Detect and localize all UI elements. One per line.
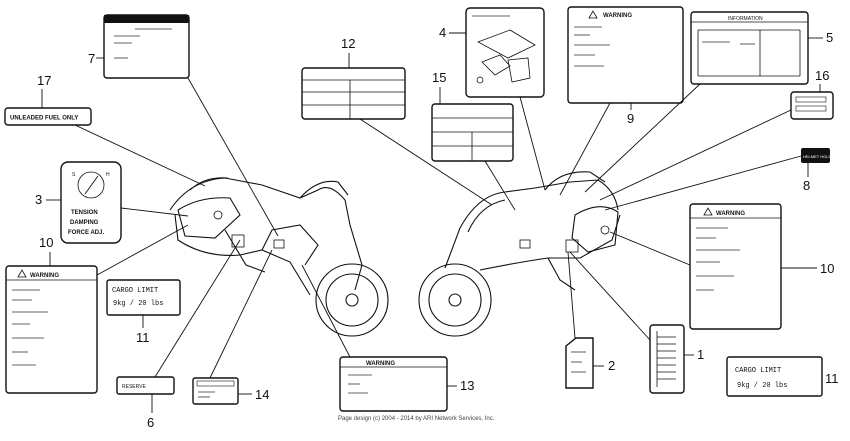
callout-2: 2: [608, 358, 615, 373]
label-11-left-cargo: CARGO LIMIT 9kg / 20 lbs 11: [106, 279, 181, 345]
callout-13: 13: [460, 378, 474, 393]
warning-9-text: WARNING: [603, 13, 632, 19]
callout-10-right: 10: [820, 261, 834, 276]
warning-13-text: WARNING: [366, 361, 395, 367]
label-17-fuel: UNLEADED FUEL ONLY 17: [4, 73, 206, 187]
label-14: 14: [192, 249, 273, 405]
callout-16: 16: [815, 68, 829, 83]
callout-6: 6: [147, 415, 154, 430]
label-16: 16: [599, 68, 834, 201]
label-12: 12: [301, 36, 493, 206]
warning-left-text: WARNING: [30, 273, 59, 279]
label-10-left-warning: WARNING 10: [5, 224, 189, 394]
callout-10-left: 10: [39, 235, 53, 250]
fuel-label-text: UNLEADED FUEL ONLY: [10, 116, 78, 122]
cargo-left-value: 9kg / 20 lbs: [113, 300, 163, 308]
cargo-right-value: 9kg / 20 lbs: [737, 382, 787, 390]
force-text: FORCE ADJ.: [68, 230, 104, 236]
label-2: 2: [565, 251, 615, 389]
callout-1: 1: [697, 347, 704, 362]
cargo-left-title: CARGO LIMIT: [112, 287, 158, 295]
label-1: 1: [569, 251, 704, 394]
callout-3: 3: [35, 192, 42, 207]
label-11-right-cargo: CARGO LIMIT 9kg / 20 lbs 11: [726, 356, 839, 397]
right-motorcycle: [418, 171, 621, 337]
reserve-text: RESERVE: [122, 384, 146, 390]
callout-4: 4: [439, 25, 446, 40]
label-8-helmet: HELMET HOLDER 8: [604, 148, 837, 211]
label-15: 15: [431, 70, 516, 211]
dial-h: H: [106, 172, 110, 178]
callout-15: 15: [432, 70, 446, 85]
label-3-tension: S H TENSION DAMPING FORCE ADJ. 3: [35, 161, 189, 244]
callout-11-left: 11: [136, 330, 150, 345]
helmet-text: HELMET HOLDER: [803, 154, 837, 159]
info-text: INFORMATION: [728, 16, 763, 22]
label-7: 7: [88, 14, 279, 237]
label-13-warning: WARNING 13: [301, 264, 474, 412]
label-5-information: INFORMATION 5: [584, 11, 833, 193]
callout-7: 7: [88, 51, 95, 66]
callout-14: 14: [255, 387, 269, 402]
callout-12: 12: [341, 36, 355, 51]
label-9-warning: WARNING 9: [559, 6, 684, 196]
copyright-footer: Page design (c) 2004 - 2014 by ARI Netwo…: [338, 416, 495, 422]
cargo-right-title: CARGO LIMIT: [735, 367, 781, 375]
damping-text: DAMPING: [70, 220, 99, 226]
callout-8: 8: [803, 178, 810, 193]
callout-11-right: 11: [825, 371, 839, 386]
label-4: 4: [439, 7, 546, 191]
left-motorcycle: [169, 177, 389, 337]
dial-s: S: [72, 172, 76, 178]
warning-right-text: WARNING: [716, 211, 745, 217]
label-6-reserve: RESERVE 6: [116, 239, 241, 430]
label-10-right-warning: WARNING 10: [609, 203, 834, 330]
callout-9: 9: [627, 111, 634, 126]
callout-17: 17: [37, 73, 51, 88]
tension-text: TENSION: [71, 210, 98, 216]
callout-5: 5: [826, 30, 833, 45]
